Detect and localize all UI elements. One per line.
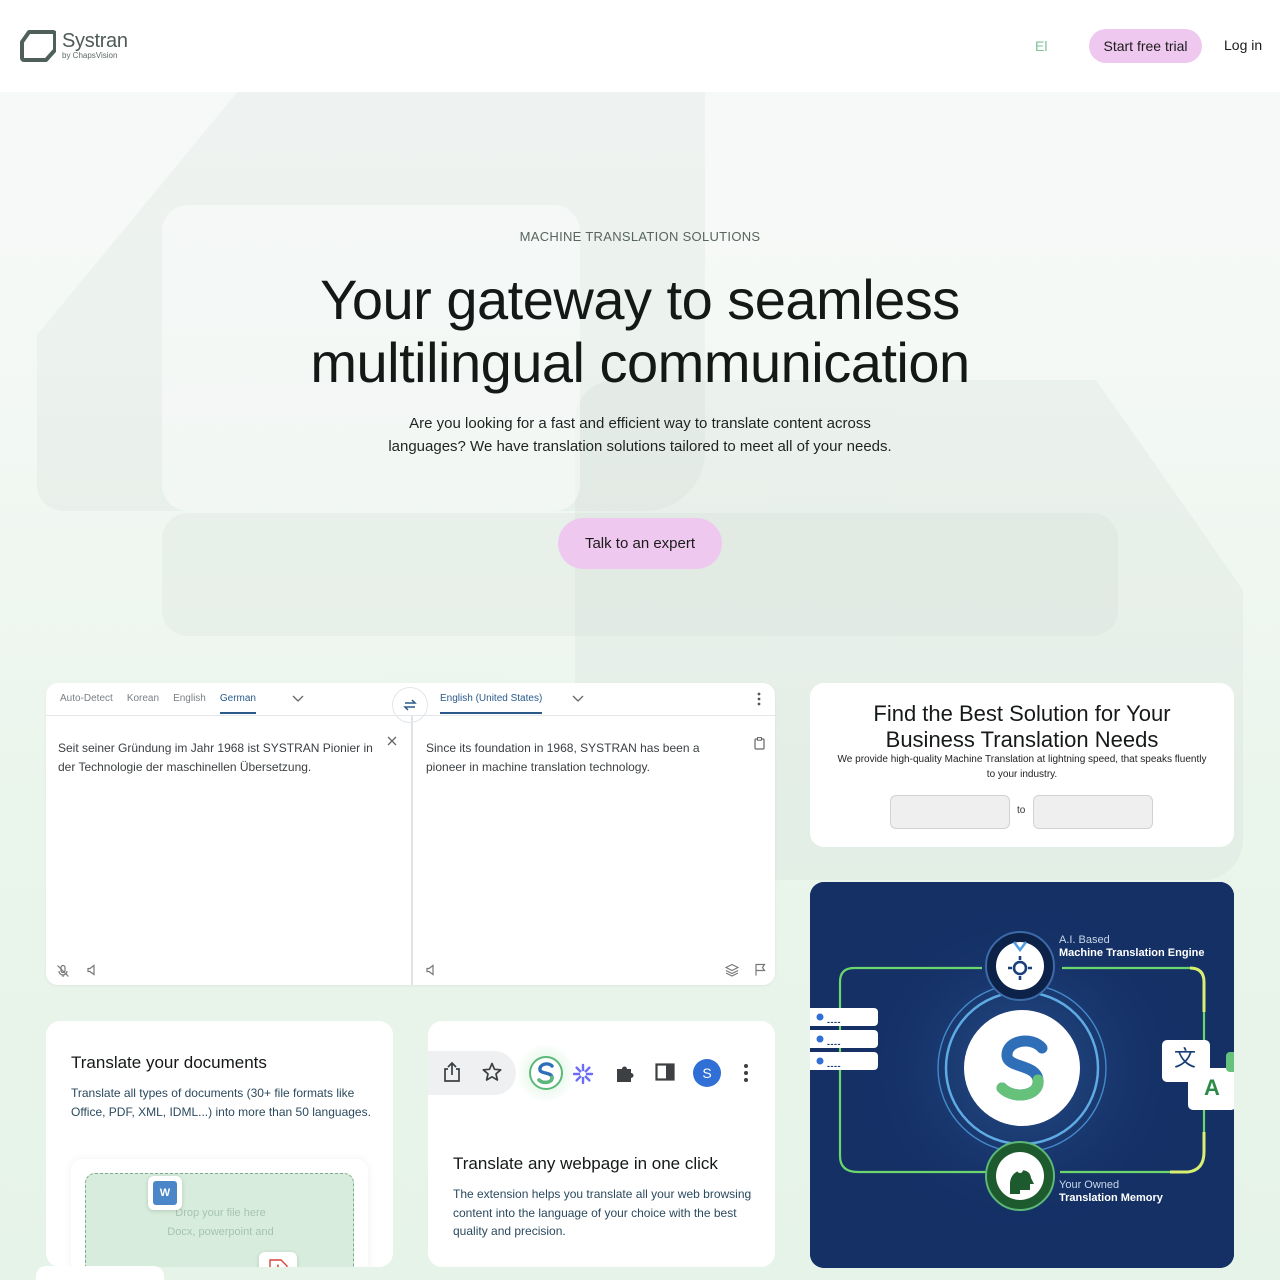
toolbar-pill bbox=[428, 1051, 516, 1095]
source-language-tabs: Auto-Detect Korean English German bbox=[60, 693, 270, 714]
file-drop-zone[interactable]: Drop your file here Docx, powerpoint and… bbox=[85, 1173, 354, 1267]
hero-title: Your gateway to seamless multilingual co… bbox=[310, 268, 970, 394]
translator-widget: Auto-Detect Korean English German Englis… bbox=[46, 683, 775, 985]
target-chevron-down-icon[interactable] bbox=[572, 695, 584, 703]
drop-file-subtext: Docx, powerpoint and bbox=[167, 1226, 274, 1238]
puzzle-icon[interactable] bbox=[615, 1063, 635, 1083]
flag-icon[interactable] bbox=[754, 963, 766, 976]
tab-english-us[interactable]: English (United States) bbox=[440, 693, 543, 714]
clipboard-icon[interactable] bbox=[754, 737, 765, 750]
list-placeholder: ---- bbox=[827, 1039, 841, 1049]
ai-engine-diagram: ---- ---- ---- 文 A A.I. Based Machine Tr… bbox=[810, 882, 1234, 1268]
webpage-title: Translate any webpage in one click bbox=[453, 1154, 718, 1173]
source-text[interactable]: Seit seiner Gründung im Jahr 1968 ist SY… bbox=[58, 741, 373, 774]
engine-label-line2: Machine Translation Engine bbox=[1059, 947, 1205, 959]
profile-avatar[interactable]: S bbox=[693, 1059, 721, 1087]
tab-german[interactable]: German bbox=[219, 693, 256, 714]
close-icon[interactable] bbox=[387, 736, 397, 746]
latin-glyph: A bbox=[1204, 1075, 1220, 1100]
drop-file-text: Drop your file here bbox=[175, 1207, 266, 1219]
talk-to-expert-button[interactable]: Talk to an expert bbox=[558, 518, 722, 569]
list-placeholder-items: ---- ---- ---- bbox=[827, 1011, 841, 1077]
solution-finder-card: Find the Best Solution for Your Business… bbox=[810, 683, 1234, 847]
word-file-icon: W bbox=[148, 1176, 182, 1210]
source-language-select[interactable] bbox=[890, 795, 1010, 829]
tabs-divider bbox=[46, 715, 775, 716]
translate-documents-card: Translate your documents Translate all t… bbox=[46, 1021, 393, 1267]
more-vertical-icon[interactable] bbox=[756, 691, 762, 707]
next-card-edge bbox=[36, 1266, 164, 1280]
layers-icon[interactable] bbox=[725, 963, 739, 977]
start-free-trial-button[interactable]: Start free trial bbox=[1089, 29, 1202, 63]
pdf-file-icon bbox=[259, 1252, 297, 1267]
hero-bg-shape bbox=[162, 205, 580, 511]
webpage-description: The extension helps you translate all yo… bbox=[453, 1187, 752, 1238]
site-header: Systran by ChapsVision El Start free tri… bbox=[0, 0, 1280, 92]
side-panel-icon[interactable] bbox=[655, 1063, 675, 1081]
spark-extension-icon[interactable] bbox=[572, 1063, 594, 1085]
list-placeholder: ---- bbox=[827, 1061, 841, 1071]
login-link[interactable]: Log in bbox=[1224, 37, 1263, 53]
memory-label: Your Owned Translation Memory bbox=[1059, 1179, 1163, 1205]
list-placeholder: ---- bbox=[827, 1017, 841, 1027]
file-drop-container: Drop your file here Docx, powerpoint and… bbox=[71, 1159, 368, 1267]
hero-eyebrow: MACHINE TRANSLATION SOLUTIONS bbox=[519, 229, 761, 244]
translate-webpage-card: S Translate any webpage in one click The… bbox=[428, 1021, 775, 1267]
logo-name: Systran bbox=[62, 30, 128, 52]
speaker-icon[interactable] bbox=[86, 964, 98, 976]
documents-description: Translate all types of documents (30+ fi… bbox=[71, 1086, 371, 1119]
documents-title: Translate your documents bbox=[71, 1053, 267, 1072]
systran-extension-icon[interactable] bbox=[529, 1056, 563, 1090]
pane-divider bbox=[411, 716, 413, 985]
source-chevron-down-icon[interactable] bbox=[292, 695, 304, 703]
share-icon[interactable] bbox=[443, 1062, 461, 1082]
target-language-tabs: English (United States) bbox=[440, 693, 556, 714]
tab-auto-detect[interactable]: Auto-Detect bbox=[60, 693, 113, 704]
swap-languages-button[interactable] bbox=[392, 687, 428, 723]
hero-description: Are you looking for a fast and efficient… bbox=[388, 415, 892, 455]
tab-korean[interactable]: Korean bbox=[126, 693, 160, 704]
target-language-select[interactable] bbox=[1033, 795, 1153, 829]
chinese-glyph: 文 bbox=[1174, 1046, 1197, 1071]
engine-label-line1: A.I. Based bbox=[1059, 934, 1110, 946]
diagram-graphic bbox=[810, 882, 1234, 1268]
memory-label-line2: Translation Memory bbox=[1059, 1192, 1163, 1204]
speaker-icon[interactable] bbox=[425, 964, 437, 976]
target-text: Since its foundation in 1968, SYSTRAN ha… bbox=[426, 741, 700, 774]
logo-subtitle: by ChapsVision bbox=[62, 51, 118, 60]
language-link[interactable]: El bbox=[1035, 38, 1048, 54]
to-label: to bbox=[1017, 805, 1026, 816]
word-letter: W bbox=[153, 1181, 177, 1205]
mic-off-icon[interactable] bbox=[56, 964, 70, 978]
more-vertical-icon[interactable] bbox=[743, 1063, 749, 1083]
solution-title: Find the Best Solution for Your Business… bbox=[873, 701, 1171, 752]
engine-label: A.I. Based Machine Translation Engine bbox=[1059, 934, 1204, 960]
swap-arrows-icon bbox=[403, 699, 417, 711]
solution-description: We provide high-quality Machine Translat… bbox=[837, 754, 1207, 780]
systran-logo[interactable]: Systran by ChapsVision bbox=[20, 30, 128, 62]
systran-logo-mark-icon bbox=[20, 30, 56, 62]
tab-english[interactable]: English bbox=[173, 693, 206, 704]
memory-label-line1: Your Owned bbox=[1059, 1179, 1120, 1191]
star-icon[interactable] bbox=[482, 1062, 502, 1082]
browser-toolbar: S bbox=[428, 1041, 775, 1105]
